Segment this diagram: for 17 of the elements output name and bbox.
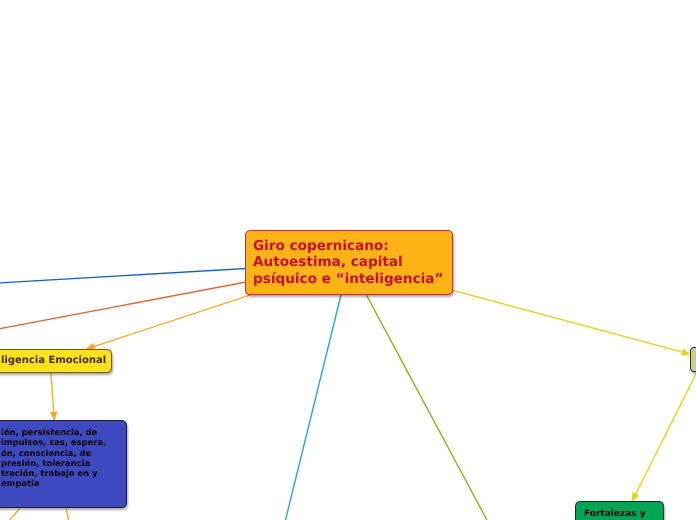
topic-text: ión, persistencia, de impulsos, zas, espera, ón, consciencia, de presión, tolerancia tración, trabajo en y empatia [1, 427, 108, 488]
arrow [50, 372, 58, 421]
arrow [452, 290, 691, 356]
topic-text: ligencia Emocional [1, 355, 108, 367]
topic-box [0, 349, 112, 373]
connector-line [366, 294, 489, 520]
central-topic-box [245, 230, 453, 295]
connector-line [0, 282, 246, 330]
topic-box [0, 420, 127, 508]
connector-line [284, 294, 342, 520]
connector-line [66, 508, 70, 520]
topic-text: Fortalezas y [584, 509, 647, 520]
connector-line [0, 268, 246, 284]
connector-line [8, 508, 20, 520]
topic-text: Giro copernicano: Autoestima, capital psíquico e “inteligencia” [253, 238, 444, 287]
arrow [86, 294, 251, 350]
arrow [632, 372, 696, 502]
